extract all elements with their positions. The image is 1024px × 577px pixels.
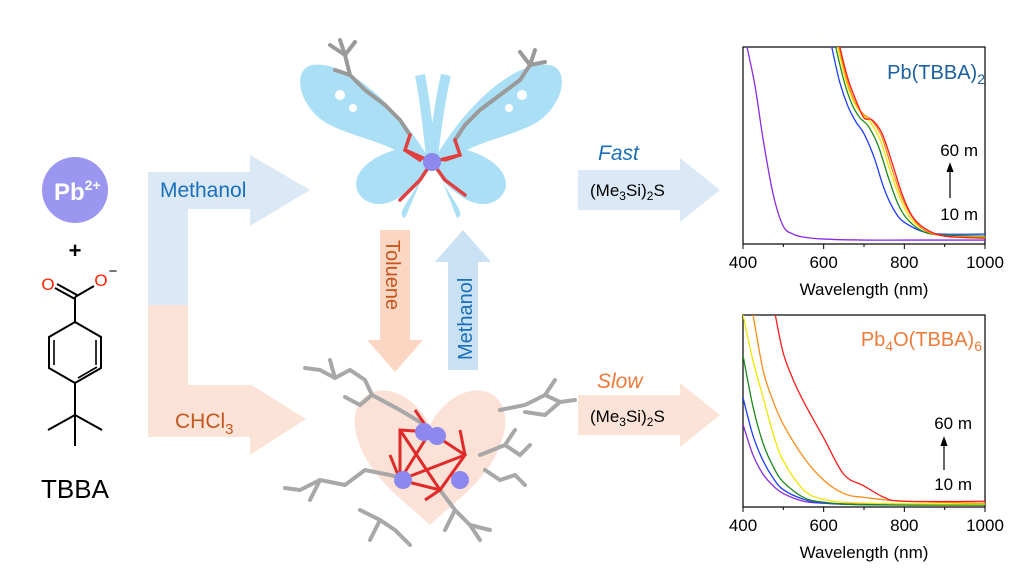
fast-label: Fast: [598, 142, 640, 165]
series-line-3: [743, 315, 985, 505]
pb-ion-circle: [42, 157, 108, 223]
oxygen-single: O: [94, 271, 107, 290]
annotation-10m: 10 m: [934, 475, 972, 494]
slow-reagent: (Me3Si)2S: [590, 407, 665, 429]
x-tick-label: 600: [809, 253, 837, 272]
x-tick-label: 400: [729, 253, 757, 272]
annotation-60m: 60 m: [940, 141, 978, 160]
chcl3-route-label: CHCl: [175, 410, 225, 433]
heart-pb4o-tbba6-structure: [283, 358, 577, 547]
methanol-back-arrow: [435, 230, 491, 370]
x-tick-label: 400: [729, 516, 757, 535]
tert-butyl-group: [47, 383, 103, 446]
ring-double-bonds: [53, 340, 98, 379]
pb-ion-charge: 2+: [85, 177, 101, 193]
benzene-ring: [48, 320, 102, 385]
slow-reaction-arrow: [578, 383, 720, 447]
series-line-4: [838, 47, 985, 239]
x-tick-label: 1000: [966, 253, 1004, 272]
series-line-2: [835, 47, 985, 237]
x-axis-label: Wavelength (nm): [800, 543, 929, 562]
pb-ion-label: Pb: [54, 179, 85, 206]
oxygen-charge: −: [109, 263, 118, 280]
chart-pb4o-tbba6: 400 600 800 1000 Pb4O(TBBA)6 60 m 10 m Wave…: [729, 314, 1004, 562]
methanol-route-label: Methanol: [160, 179, 246, 202]
chcl3-subscript: 3: [225, 421, 233, 438]
series-line-0: [746, 47, 985, 241]
oxygen-double: O: [41, 275, 54, 294]
pb-atom: [451, 471, 469, 489]
x-tick-label: 800: [890, 516, 918, 535]
pb-atom: [423, 153, 441, 171]
time-arrow: [946, 162, 954, 198]
pb-atom: [428, 427, 446, 445]
toluene-arrow: [367, 230, 423, 372]
ligand-name: TBBA: [41, 474, 110, 504]
svg-text:Pb2+: Pb2+: [54, 177, 101, 206]
x-axis-label: Wavelength (nm): [800, 280, 929, 299]
x-tick-label: 600: [809, 516, 837, 535]
chart-title: Pb(TBBA)2: [887, 62, 985, 87]
annotation-60m: 60 m: [934, 414, 972, 433]
pb-atom: [394, 471, 412, 489]
slow-label: Slow: [597, 370, 644, 393]
series-line-5: [774, 315, 985, 503]
toluene-label: Toluene: [381, 240, 403, 310]
series-line-2: [743, 355, 985, 506]
x-tick-label: 1000: [966, 516, 1004, 535]
methanol-route-arrow: [148, 155, 310, 305]
butterfly-pb-tbba2-structure: [300, 38, 562, 218]
series-line-5: [839, 47, 985, 239]
methanol-back-label: Methanol: [455, 278, 477, 360]
chart-pb-tbba2: 400 600 800 1000 Pb(TBBA)2 60 m 10 m Wavele…: [729, 46, 1004, 299]
fast-reaction-arrow: [578, 158, 720, 222]
chart-title: Pb4O(TBBA)6: [861, 329, 982, 354]
chcl3-route-arrow: [148, 305, 306, 455]
carboxyl-bonds: [54, 283, 95, 322]
series-line-4: [752, 315, 985, 504]
x-tick-label: 800: [890, 253, 918, 272]
tbba-structure: O O −: [41, 263, 118, 446]
plus-sign: +: [69, 238, 82, 263]
time-arrow: [940, 436, 948, 470]
fast-reagent: (Me3Si)2S: [590, 181, 665, 203]
annotation-10m: 10 m: [940, 205, 978, 224]
svg-text:CHCl3: CHCl3: [175, 410, 234, 438]
pb-ion: Pb2+: [42, 157, 108, 223]
